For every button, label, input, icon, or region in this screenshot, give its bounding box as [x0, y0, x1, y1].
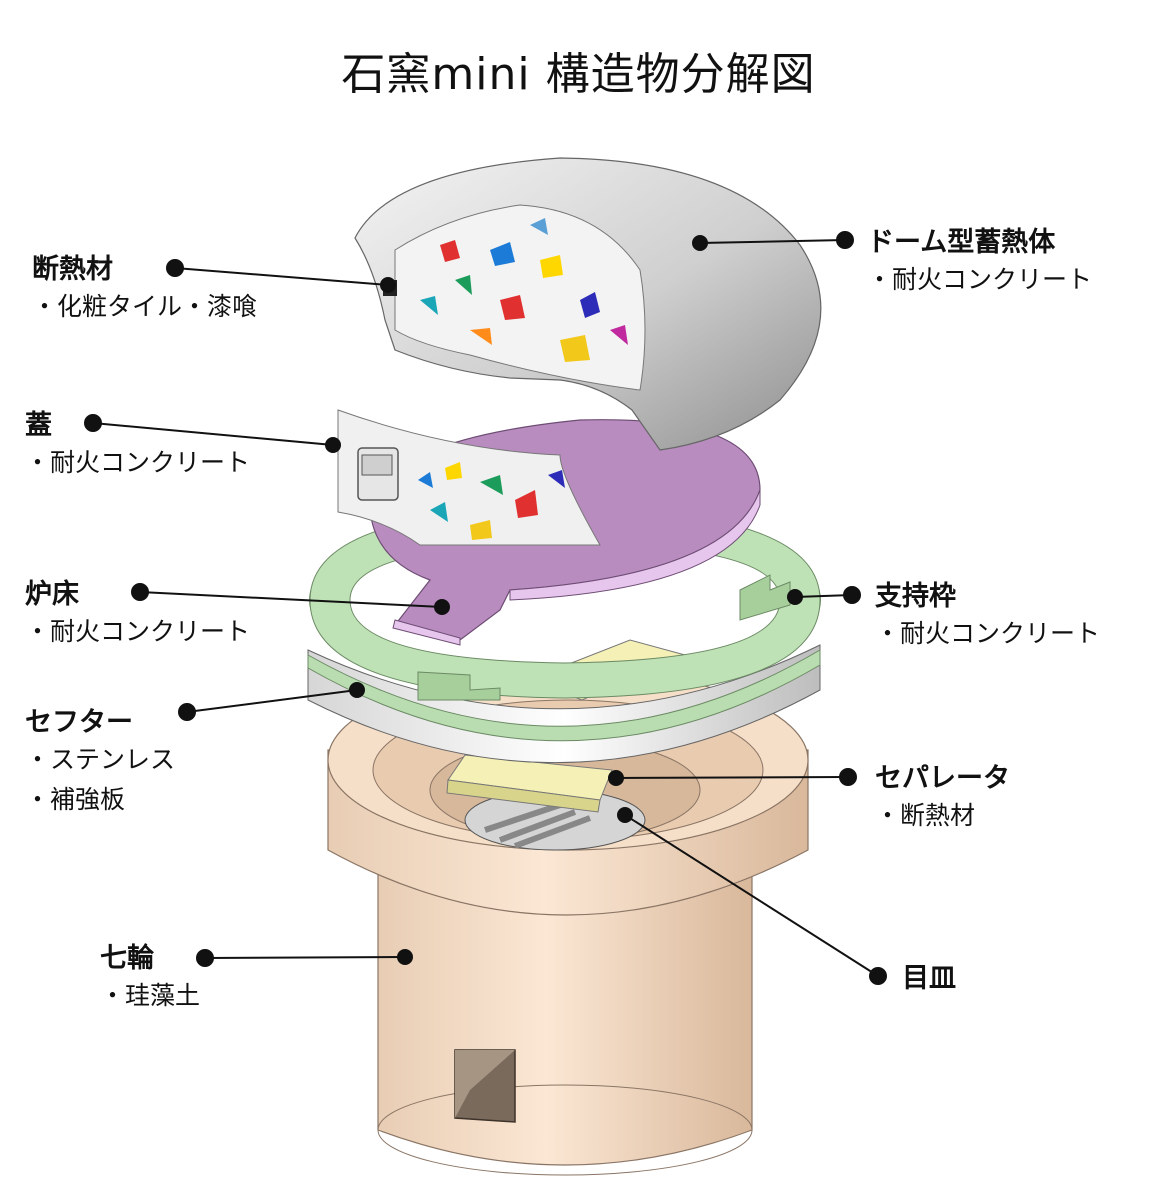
label-setter-sub-2: ・補強板 [25, 785, 126, 814]
label-hearth: 炉床 ・耐火コンクリート [25, 578, 250, 652]
support-frame [307, 507, 821, 763]
lid-part [337, 409, 601, 546]
label-lid-name: 蓋 [25, 410, 52, 441]
label-support-name: 支持枠 [875, 581, 956, 612]
label-insulation-name: 断熱材 [32, 254, 113, 285]
label-grate-name: 目皿 [902, 963, 956, 994]
label-insulation: 断熱材 ・化粧タイル・漆喰 [32, 253, 257, 327]
label-shichirin-name: 七輪 [100, 943, 154, 974]
page-title: 石窯mini 構造物分解図 [341, 49, 816, 100]
label-support: 支持枠 ・耐火コンクリート [875, 580, 1100, 654]
label-shichirin-sub: ・珪藻土 [100, 981, 201, 1010]
label-grate: 目皿 [902, 962, 956, 996]
label-hearth-name: 炉床 [25, 579, 79, 610]
label-dome: ドーム型蓄熱体 ・耐火コンクリート [867, 226, 1092, 300]
label-setter-name: セフター [25, 707, 133, 738]
label-separator-sub: ・断熱材 [875, 801, 976, 830]
label-separator-name: セパレータ [875, 763, 1010, 794]
label-setter-sub-1: ・ステンレス [25, 745, 176, 774]
label-dome-sub: ・耐火コンクリート [867, 265, 1093, 294]
label-hearth-sub: ・耐火コンクリート [25, 617, 251, 646]
label-shichirin: 七輪 ・珪藻土 [100, 942, 200, 1016]
label-support-sub: ・耐火コンクリート [875, 619, 1101, 648]
leader-lines [84, 231, 887, 985]
label-insulation-sub: ・化粧タイル・漆喰 [32, 292, 258, 321]
label-dome-name: ドーム型蓄熱体 [867, 227, 1056, 258]
label-setter: セフター ・ステンレス ・補強板 [25, 706, 175, 820]
label-lid-sub: ・耐火コンクリート [25, 448, 251, 477]
label-lid: 蓋 ・耐火コンクリート [25, 409, 250, 483]
grate-part [464, 789, 646, 851]
label-separator: セパレータ ・断熱材 [875, 762, 1010, 836]
dome-part [354, 157, 822, 451]
